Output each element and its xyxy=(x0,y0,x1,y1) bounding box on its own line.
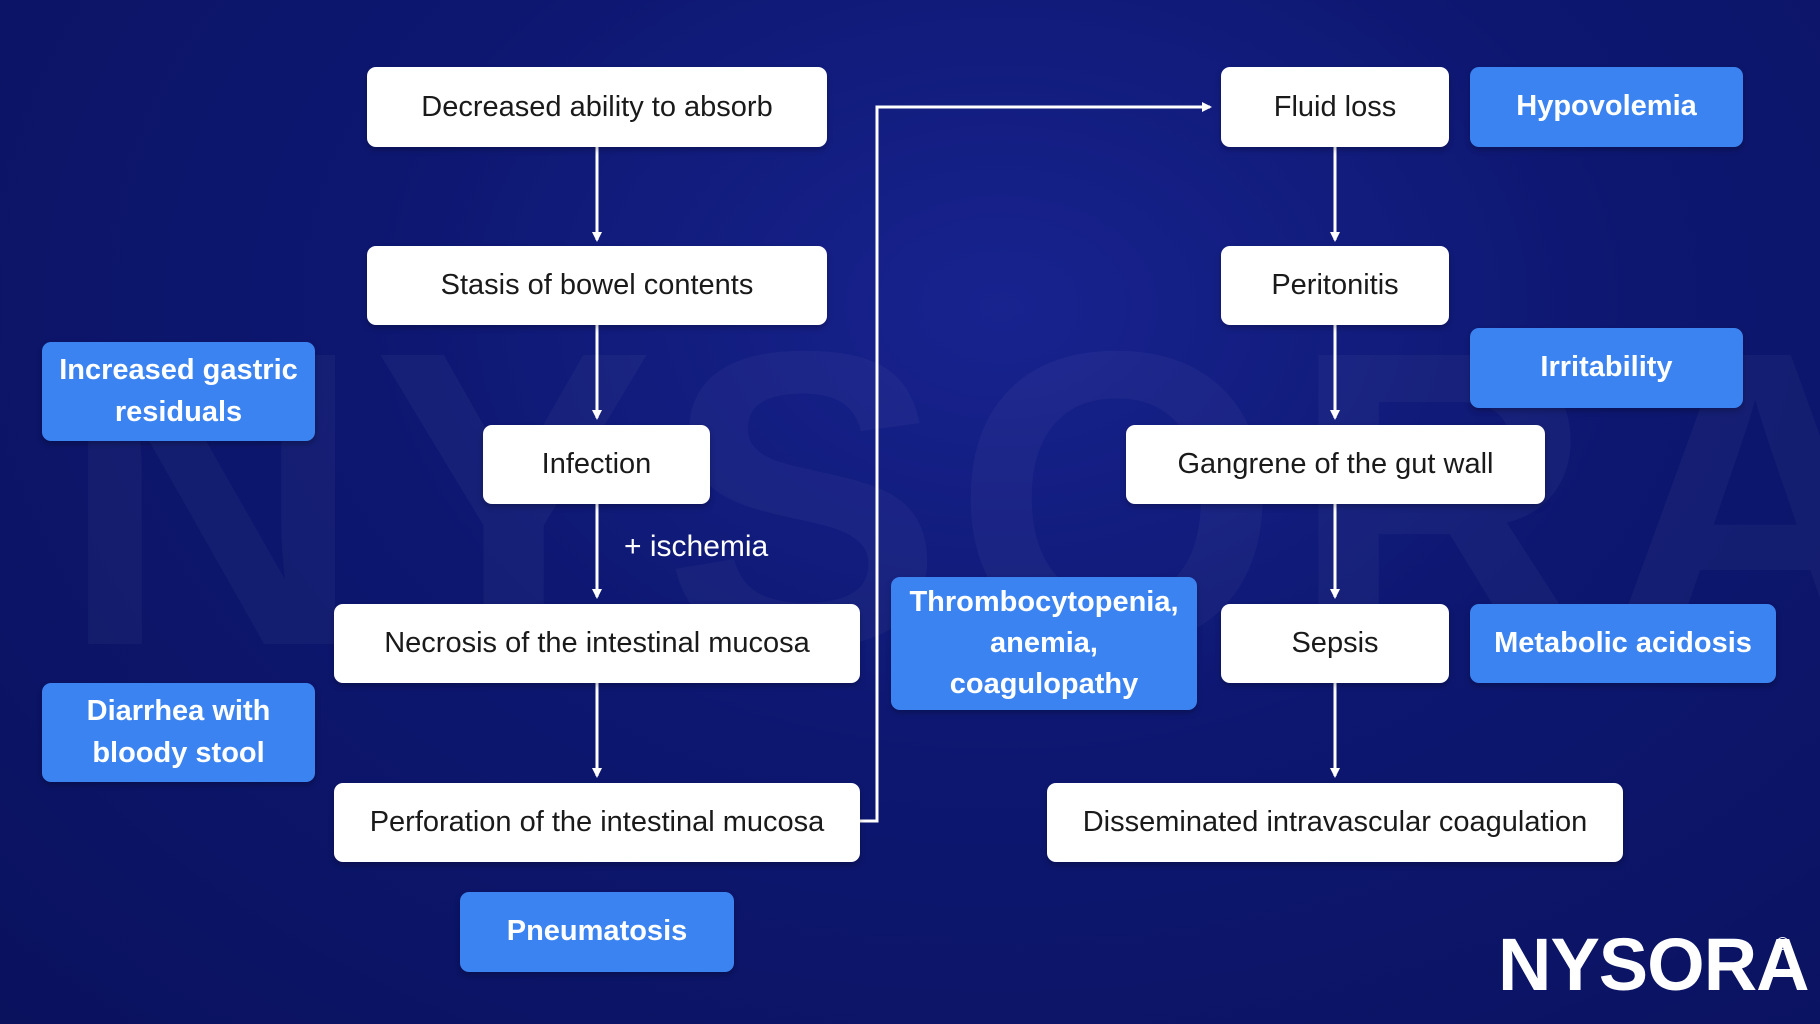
node-infection: Infection xyxy=(483,425,710,504)
symptom-metabolic-acidosis: Metabolic acidosis xyxy=(1470,604,1776,683)
node-perforation: Perforation of the intestinal mucosa xyxy=(334,783,860,862)
nysora-logo: NYSORA xyxy=(1498,923,1810,1006)
symptom-diarrhea: Diarrhea with bloody stool xyxy=(42,683,315,782)
ischemia-label: + ischemia xyxy=(624,530,769,563)
arrow-perforation-to-fluid-loss xyxy=(859,102,1212,823)
node-sepsis: Sepsis xyxy=(1221,604,1449,683)
node-decreased-absorb: Decreased ability to absorb xyxy=(367,67,827,147)
symptom-pneumatosis: Pneumatosis xyxy=(460,892,734,972)
symptom-hypovolemia: Hypovolemia xyxy=(1470,67,1743,147)
node-fluid-loss: Fluid loss xyxy=(1221,67,1449,147)
node-necrosis: Necrosis of the intestinal mucosa xyxy=(334,604,860,683)
symptom-irritability: Irritability xyxy=(1470,328,1743,408)
node-gangrene: Gangrene of the gut wall xyxy=(1126,425,1545,504)
copyright-mark: © xyxy=(1776,934,1790,954)
node-dic: Disseminated intravascular coagulation xyxy=(1047,783,1623,862)
symptom-gastric-residuals: Increased gastric residuals xyxy=(42,342,315,441)
symptom-thrombocytopenia: Thrombocytopenia, anemia, coagulopathy xyxy=(891,577,1197,710)
node-peritonitis: Peritonitis xyxy=(1221,246,1449,325)
node-stasis: Stasis of bowel contents xyxy=(367,246,827,325)
